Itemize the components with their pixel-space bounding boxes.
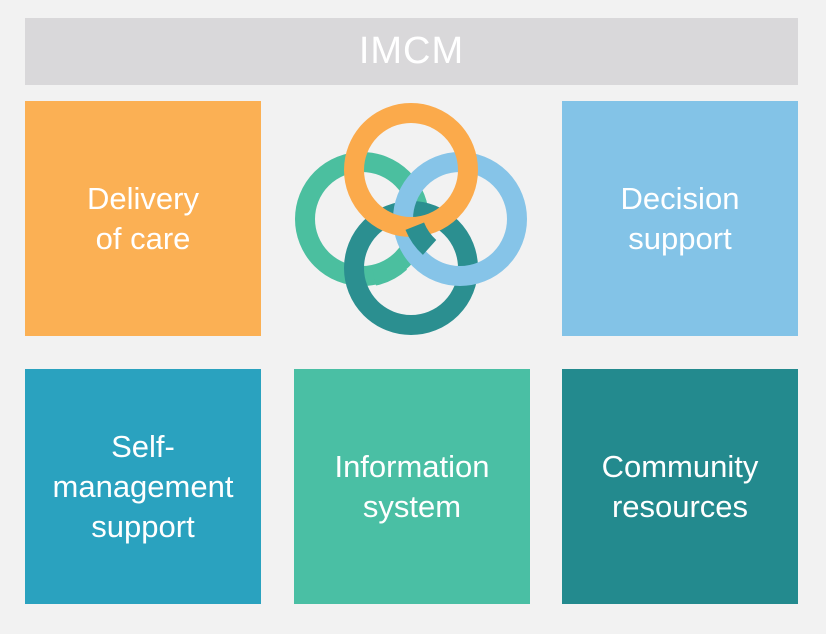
tile-information-system: Information system [294, 369, 530, 604]
tile-community-resources: Community resources [562, 369, 798, 604]
tile-decision-support: Decision support [562, 101, 798, 336]
ring-orange [344, 103, 478, 237]
tile-community-resources-label: Community resources [601, 448, 759, 524]
tile-self-management-support-label: Self- management support [52, 428, 234, 544]
tile-delivery-of-care-label: Delivery of care [87, 180, 199, 256]
tile-information-system-label: Information system [334, 448, 490, 524]
tile-decision-support-label: Decision support [620, 180, 740, 256]
tile-self-management-support: Self- management support [25, 369, 261, 604]
diagram-title: IMCM [358, 30, 465, 72]
interlocking-rings-icon [295, 103, 527, 335]
title-banner: IMCM [25, 18, 798, 85]
ring-green-overlap [363, 218, 430, 287]
tile-delivery-of-care: Delivery of care [25, 101, 261, 336]
